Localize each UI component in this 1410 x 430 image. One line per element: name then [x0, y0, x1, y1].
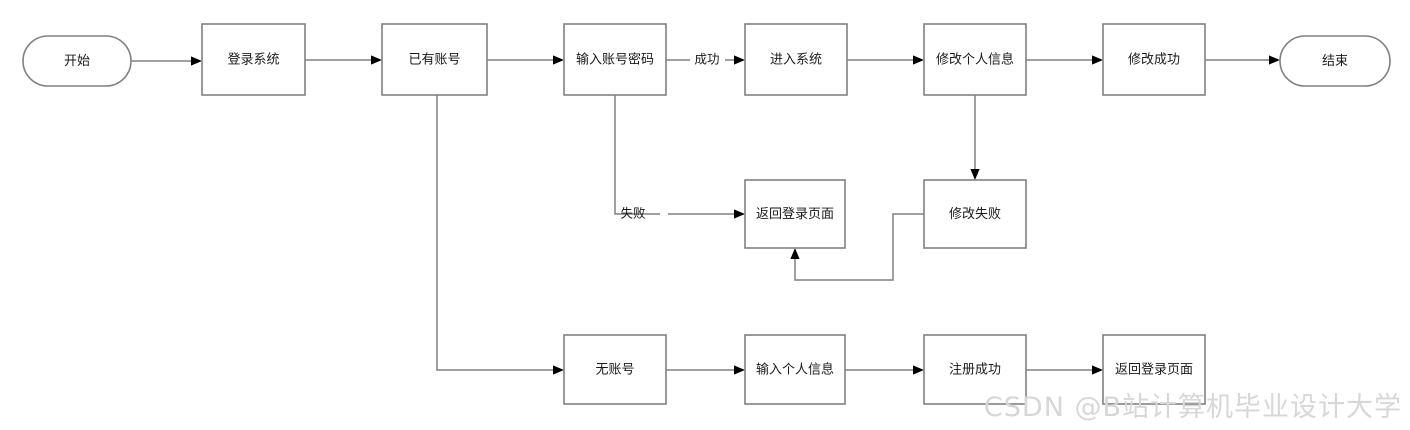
node-shape-rectangle: [563, 334, 667, 405]
edge-input_cred-to-back_login_1: 失败: [614, 95, 745, 221]
edge-label: 失败: [620, 206, 646, 221]
node-input_info[interactable]: 输入个人信息: [744, 334, 846, 405]
node-edit_success[interactable]: 修改成功: [1102, 23, 1206, 96]
node-label-enter_system: 进入系统: [770, 53, 822, 68]
node-label-back_login_1: 返回登录页面: [756, 207, 834, 222]
node-has_account[interactable]: 已有账号: [381, 23, 488, 96]
edge-edit_success-to-end: [1205, 55, 1280, 65]
node-no_account[interactable]: 无账号: [563, 334, 667, 405]
node-shape-stadium: [1279, 35, 1391, 87]
edge-edit_profile-to-edit_success: [1026, 55, 1103, 65]
node-shape-rectangle: [744, 179, 846, 249]
node-label-no_account: 无账号: [595, 363, 634, 378]
node-shape-rectangle: [1102, 23, 1206, 96]
node-label-input_cred: 输入账号密码: [576, 52, 654, 68]
node-shape-rectangle: [201, 23, 306, 96]
node-back_login_1[interactable]: 返回登录页面: [744, 179, 846, 249]
node-shape-rectangle: [744, 23, 848, 96]
node-shape-rectangle: [1102, 334, 1206, 405]
edge-has_account-to-no_account: [436, 95, 564, 375]
node-shape-rectangle: [923, 179, 1027, 249]
node-label-reg_success: 注册成功: [949, 363, 1001, 378]
edge-input_info-to-reg_success: [845, 365, 924, 375]
node-input_cred[interactable]: 输入账号密码: [563, 23, 667, 96]
node-label-start: 开始: [64, 54, 90, 69]
node-shape-rectangle: [381, 23, 488, 96]
edge-label: 成功: [694, 52, 719, 67]
node-label-back_login_2: 返回登录页面: [1115, 363, 1193, 378]
node-shape-rectangle: [923, 23, 1027, 96]
node-label-login_system: 登录系统: [227, 53, 279, 68]
edge-start-to-login_system: [131, 56, 202, 66]
edge-edit_fail-to-back_login_1: [790, 213, 924, 281]
node-shape-rectangle: [923, 334, 1027, 405]
node-label-edit_success: 修改成功: [1128, 53, 1180, 68]
node-back_login_2[interactable]: 返回登录页面: [1102, 334, 1206, 405]
node-shape-rectangle: [744, 334, 846, 405]
node-label-input_info: 输入个人信息: [756, 362, 834, 378]
node-edit_profile[interactable]: 修改个人信息: [923, 23, 1027, 96]
edge-has_account-to-input_cred: [487, 55, 564, 65]
edge-no_account-to-input_info: [666, 365, 745, 375]
edge-edit_profile-to-edit_fail: [970, 95, 980, 180]
node-reg_success[interactable]: 注册成功: [923, 334, 1027, 405]
node-login_system[interactable]: 登录系统: [201, 23, 306, 96]
node-end[interactable]: 结束: [1279, 35, 1391, 87]
node-start[interactable]: 开始: [22, 35, 132, 87]
node-edit_fail[interactable]: 修改失败: [923, 179, 1027, 249]
node-shape-stadium: [22, 35, 132, 87]
edge-enter_system-to-edit_profile: [847, 55, 924, 65]
node-label-end: 结束: [1322, 54, 1348, 69]
node-enter_system[interactable]: 进入系统: [744, 23, 848, 96]
edge-input_cred-to-enter_system: 成功: [666, 52, 745, 67]
node-shape-rectangle: [563, 23, 667, 96]
node-label-edit_fail: 修改失败: [949, 207, 1001, 222]
edge-reg_success-to-back_login_2: [1026, 365, 1103, 375]
node-label-has_account: 已有账号: [408, 53, 460, 68]
node-label-edit_profile: 修改个人信息: [936, 52, 1014, 68]
edge-login_system-to-has_account: [305, 55, 382, 65]
